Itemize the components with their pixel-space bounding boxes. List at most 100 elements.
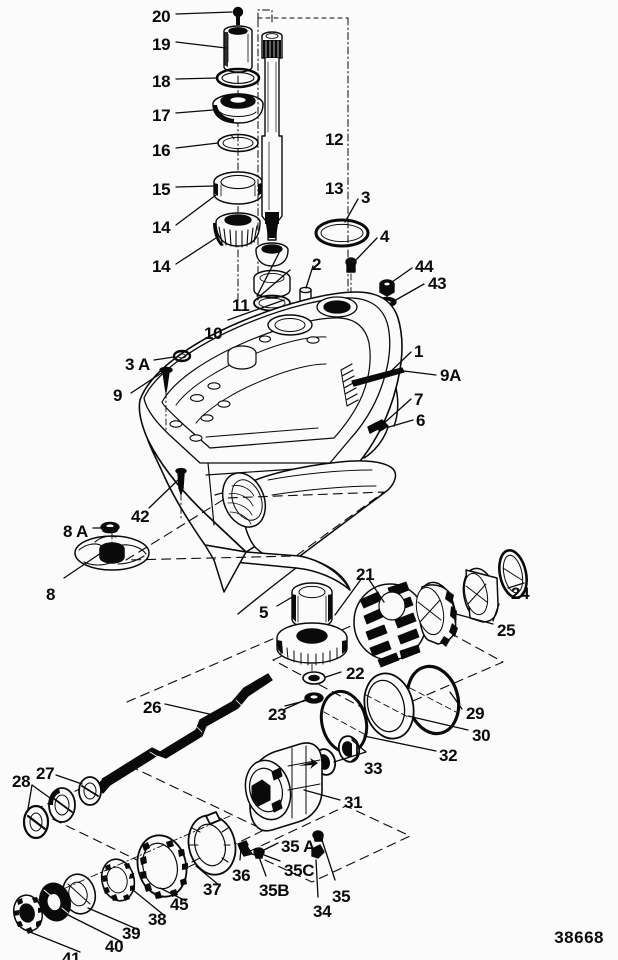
callout-32: 32 [439,746,458,765]
part-14-tapered-bearing [215,212,261,247]
part-6-anode-bolt [367,419,389,434]
leader-line-6 [388,419,414,428]
leader-line-4 [355,237,378,261]
callout-5: 5 [259,603,269,622]
part-5-bushing [291,582,333,629]
leader-line-3 [344,198,359,223]
part-44-nut [379,279,395,297]
part-37-retaining-ring [187,811,237,876]
part-21-bevel-hub [378,591,406,621]
callout-12: 12 [325,130,344,149]
callout-9A: 9A [440,366,462,385]
part-25-outer-race [462,567,499,623]
callout-3: 3 [361,188,371,207]
part-15-bearing-race [213,171,263,205]
part-35A-pin [253,847,265,859]
housing-trailing-edge [237,555,351,615]
callout-4: 4 [380,227,390,246]
part-28-bearing-b [22,804,50,840]
housing-exhaust-bore [221,472,267,528]
part-28-bearing-a-shade [49,788,60,805]
part-21-shade [277,640,347,654]
leader-line-36 [239,847,242,861]
leader-line-30 [407,715,469,731]
part-34-pin [311,844,325,859]
part-19-sleeve [223,25,253,73]
leader-line-29 [449,691,463,710]
leader-line-24 [507,582,525,589]
part-31-splines [251,767,283,813]
callout-37: 37 [203,880,222,899]
callout-35A: 35 A [281,837,316,856]
callout-34: 34 [313,902,332,921]
leader-line-31 [303,789,341,801]
leader-line-9A [403,370,437,376]
callout-41: 41 [62,949,81,960]
leader-line-37 [195,865,221,887]
housing-driveshaft-bore [267,314,313,336]
leader-line-7 [381,398,412,426]
leader-line-5 [276,595,295,607]
leader-lines-21 [334,577,385,616]
callout-35C: 35C [284,861,315,880]
callout-21: 21 [356,565,375,584]
part-4-pin [345,257,357,273]
part-16-washer [217,133,259,153]
leader-lines-44-43 [391,267,425,302]
callout-28: 28 [12,772,31,791]
callout-19: 19 [152,35,171,54]
callout-44: 44 [415,257,434,276]
callout-3A: 3 A [125,355,150,374]
callout-42: 42 [131,507,150,526]
part-14-rollers [218,225,258,248]
part-9A-trimtab [351,367,405,387]
part-26-propshaft [96,673,273,794]
callout-10: 10 [204,324,223,343]
callout-15: 15 [152,180,171,199]
callout-39: 39 [122,924,141,943]
callout-45: 45 [170,895,189,914]
part-20-pin [232,6,244,25]
callout-18: 18 [152,72,171,91]
part-19-shade [224,32,228,67]
callout-43: 43 [428,274,447,293]
housing-hatch-marks [340,363,359,407]
housing-water-passage [316,296,358,318]
leader-line-3A [153,356,175,361]
callout-8A: 8 A [63,522,88,541]
part-22-thrust-washer [302,671,326,685]
part-25-spokes [417,599,442,623]
callout-30: 30 [472,726,491,745]
callout-8: 8 [46,585,56,604]
callout-35: 35 [332,887,351,906]
part-25-race-spokes [465,583,488,605]
leader-lines-top-column [175,11,233,265]
leader-line-32 [363,735,437,752]
part-24-inner [502,554,524,594]
housing-bolt-holes [169,335,320,442]
callout-13: 13 [325,179,344,198]
part-15-shade [214,183,262,196]
callout-35B: 35B [259,881,290,900]
leader-line-35B [258,856,267,877]
callout-33: 33 [364,759,383,778]
part-24-shim-race [498,549,528,599]
callout-40: 40 [105,937,124,956]
leader-lines-25 [455,603,500,625]
leader-line-35A [263,842,279,851]
part-40-lines [43,889,69,914]
leader-line-23-shaft [284,699,309,707]
callout-27: 27 [36,764,55,783]
part-32-center [323,711,365,735]
callout-22: 22 [346,664,365,683]
part-35-pin [312,830,324,842]
callout-14-upper: 14 [152,218,171,237]
callout-17: 17 [152,106,171,125]
part-12-driveshaft [261,31,283,241]
part-41-teeth [14,897,43,934]
part-23-washer [304,692,324,704]
part-31-arrow [298,758,318,769]
part-28-bearing-a [48,787,76,823]
housing-shift-bore [227,345,257,370]
